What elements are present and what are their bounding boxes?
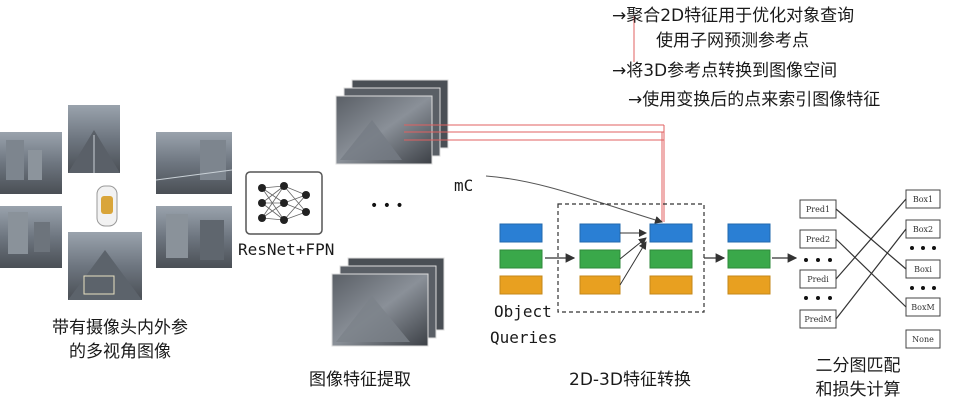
transform-arrows <box>619 229 647 286</box>
camera-image-front-left <box>0 132 62 194</box>
projection-lines <box>404 16 665 222</box>
box-label: None <box>912 335 934 344</box>
box-label: Box1 <box>913 195 933 204</box>
box-label: Box2 <box>913 225 933 234</box>
camera-image-back <box>68 232 142 300</box>
caption-multiview-line2: 的多视角图像 <box>69 342 171 362</box>
pred-label: Pred2 <box>806 235 830 244</box>
box-label: Boxi <box>914 265 932 274</box>
feature-map-stack-bottom <box>331 257 445 347</box>
note-aggregate-features: →聚合2D特征用于优化对象查询 <box>612 6 855 26</box>
pred-label: PredM <box>804 315 831 324</box>
camera-image-front <box>68 105 120 173</box>
caption-feature-extraction: 图像特征提取 <box>309 370 411 390</box>
camera-image-back-right <box>156 206 232 268</box>
box-labels: Box1 Box2 Boxi BoxM None <box>911 195 934 344</box>
transform-output-column <box>649 223 693 295</box>
object-queries-column <box>499 223 543 295</box>
ground-truth-boxes <box>905 189 941 349</box>
note-project-3d-points: →将3D参考点转换到图像空间 <box>612 61 838 81</box>
pred-label: Predi <box>807 275 829 284</box>
ellipsis-dots: • • • <box>370 198 404 214</box>
caption-matching-line2: 和损失计算 <box>815 380 901 400</box>
caption-matching-line1: 二分图匹配 <box>815 356 901 376</box>
object-queries-label-line2: Queries <box>490 328 558 347</box>
note-index-image-features: →使用变换后的点来索引图像特征 <box>628 90 881 110</box>
feature-map-stack-top <box>335 79 449 165</box>
camera-image-front-right <box>155 132 233 194</box>
refined-queries-column <box>727 223 771 295</box>
prediction-boxes <box>799 199 837 329</box>
box-label: BoxM <box>911 303 934 312</box>
caption-2d-3d-transform: 2D-3D特征转换 <box>569 370 691 390</box>
ego-vehicle-icon <box>96 185 118 227</box>
prediction-labels: Pred1 Pred2 Predi PredM <box>804 205 831 324</box>
caption-multiview-line1: 带有摄像头内外参 <box>52 318 188 338</box>
object-queries-label-line1: Object <box>494 302 552 321</box>
camera-image-back-left <box>0 206 62 268</box>
transform-input-column <box>579 223 621 295</box>
pred-label: Pred1 <box>806 205 830 214</box>
mc-curve <box>485 175 663 224</box>
mc-label: mC <box>454 176 474 195</box>
backbone-network-icon <box>245 171 323 235</box>
note-predict-reference-points: 使用子网预测参考点 <box>656 31 809 51</box>
matching-lines <box>835 198 907 320</box>
backbone-label: ResNet+FPN <box>238 240 335 259</box>
